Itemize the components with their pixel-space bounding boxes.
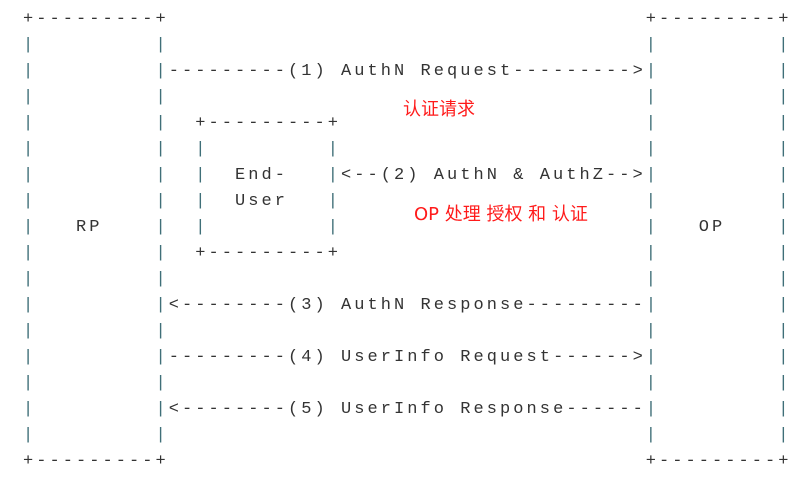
diagram-segment: | (645, 270, 660, 289)
diagram-segment: | (645, 374, 660, 393)
diagram-segment: | (195, 140, 209, 159)
diagram-segment: | (778, 192, 792, 211)
diagram-segment: | (23, 270, 37, 289)
diagram-segment: | (23, 36, 37, 55)
diagram-segment: +---------+ (645, 452, 792, 471)
diagram-segment: |---------(1) AuthN Request--------->| (155, 62, 660, 81)
diagram-segment: | (155, 192, 169, 211)
diagram-segment: | (778, 244, 792, 263)
diagram-segment: | (23, 62, 37, 81)
diagram-segment: | (155, 322, 169, 341)
diagram-segment: +---------+ (195, 114, 342, 133)
diagram-segment: | (778, 218, 792, 237)
diagram-segment: | (23, 192, 37, 211)
diagram-segment: | (23, 400, 37, 419)
diagram-segment: | (645, 426, 660, 445)
diagram-segment: | (778, 296, 792, 315)
annotation-op-processing: OP 处理 授权 和 认证 (414, 204, 588, 225)
diagram-segment: | (155, 88, 169, 107)
diagram-segment: | (23, 322, 37, 341)
diagram-segment: | (155, 218, 169, 237)
diagram-segment: | (327, 218, 342, 237)
diagram-segment: | (645, 244, 660, 263)
diagram-segment: |<--------(5) UserInfo Response------| (155, 400, 660, 419)
diagram-segment: | (645, 192, 660, 211)
diagram-segment: | (195, 192, 209, 211)
diagram-segment: | (23, 244, 37, 263)
diagram-segment: |<--(2) AuthN & AuthZ-->| (327, 166, 660, 185)
diagram-segment: | (645, 88, 660, 107)
diagram-segment: | (778, 166, 792, 185)
diagram-segment: +---------+ (645, 10, 792, 29)
diagram-segment: | (778, 348, 792, 367)
diagram-segment: +---------+ (23, 10, 169, 29)
diagram-segment: | (778, 114, 792, 133)
diagram-segment: | (778, 400, 792, 419)
diagram-segment: | (778, 426, 792, 445)
diagram-segment: | (778, 62, 792, 81)
diagram-segment: | (778, 88, 792, 107)
diagram-segment: +---------+ (23, 452, 169, 471)
diagram-segment: RP (76, 218, 103, 237)
diagram-segment: | (23, 348, 37, 367)
diagram-segment: OP (698, 218, 726, 237)
diagram-segment: | (23, 374, 37, 393)
diagram-segment: | (155, 140, 169, 159)
diagram-segment: | (155, 426, 169, 445)
diagram-segment: | (195, 218, 209, 237)
diagram-segment: |<--------(3) AuthN Response---------| (155, 296, 660, 315)
diagram-segment: | (155, 270, 169, 289)
diagram-segment: User (235, 192, 289, 211)
diagram-segment: +---------+ (195, 244, 342, 263)
diagram-segment: | (195, 166, 209, 185)
diagram-segment: | (23, 166, 37, 185)
annotation-authn-request: 认证请求 (403, 99, 475, 120)
diagram-segment: | (23, 88, 37, 107)
diagram-segment: | (778, 140, 792, 159)
diagram-segment: | (23, 114, 37, 133)
diagram-segment: | (645, 36, 660, 55)
diagram-segment: | (327, 192, 342, 211)
diagram-segment: | (155, 36, 169, 55)
diagram-segment: | (778, 322, 792, 341)
ascii-sequence-diagram: +---------+ +---------+ | | | | | |---------(1)… (23, 7, 798, 475)
diagram-segment: | (155, 374, 169, 393)
diagram-segment: | (327, 140, 342, 159)
diagram-segment: | (645, 140, 660, 159)
diagram-segment: | (23, 218, 37, 237)
diagram-segment: | (155, 244, 169, 263)
diagram-segment: | (645, 218, 660, 237)
diagram-segment: | (645, 114, 660, 133)
diagram-segment: End- (235, 166, 289, 185)
diagram-segment: | (778, 374, 792, 393)
diagram-segment: | (23, 140, 37, 159)
diagram-segment: | (155, 114, 169, 133)
diagram-segment: | (778, 36, 792, 55)
diagram-segment: | (778, 270, 792, 289)
diagram-segment: | (155, 166, 169, 185)
diagram-segment: | (23, 296, 37, 315)
diagram-segment: | (23, 426, 37, 445)
diagram-segment: |---------(4) UserInfo Request------>| (155, 348, 660, 367)
diagram-segment: | (645, 322, 660, 341)
